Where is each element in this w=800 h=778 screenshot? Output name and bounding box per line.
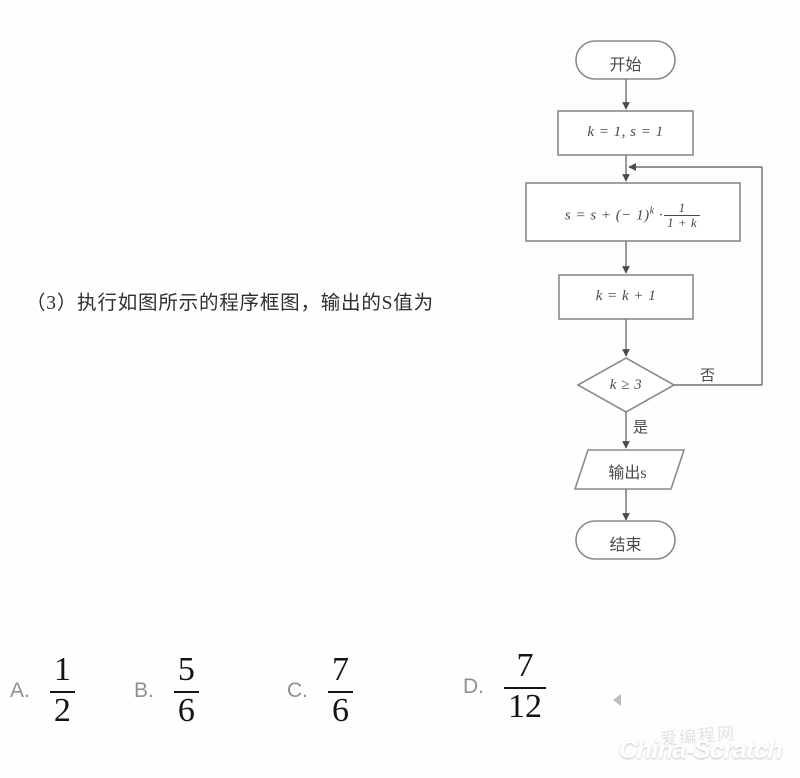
option-d[interactable]: D. 7 12: [463, 647, 546, 726]
option-c-denominator: 6: [328, 690, 353, 730]
option-b-letter: B.: [134, 678, 154, 702]
option-c-value: 7 6: [328, 651, 353, 730]
option-b-value: 5 6: [173, 651, 199, 730]
option-d-numerator: 7: [516, 647, 534, 684]
flow-label-init: k = 1, s = 1: [587, 124, 664, 140]
play-triangle-icon: [613, 694, 621, 706]
flow-label-increment: k = k + 1: [595, 288, 657, 304]
option-b[interactable]: B. 5 6: [134, 651, 199, 730]
option-d-denominator: 12: [504, 686, 546, 726]
flow-branch-label-yes: 是: [633, 420, 649, 436]
option-c-numerator: 7: [332, 651, 349, 688]
accumulate-fraction-denominator: 1 + k: [664, 214, 701, 230]
flow-label-output: 输出s: [608, 465, 647, 482]
watermark-brand: China-Scratch: [619, 736, 782, 764]
flow-label-decision: k ≥ 3: [609, 377, 643, 393]
flowchart-diagram: [525, 40, 763, 560]
option-a-value: 1 2: [49, 651, 75, 730]
option-c[interactable]: C. 7 6: [287, 651, 353, 730]
accumulate-dot: ·: [658, 207, 664, 224]
option-a-numerator: 1: [53, 651, 71, 688]
option-c-letter: C.: [287, 678, 308, 702]
accumulate-exponent: k: [649, 205, 655, 217]
flow-shape-output: [573, 449, 686, 490]
question-text: （3）执行如图所示的程序框图，输出的S值为: [26, 293, 434, 314]
flow-label-end: 结束: [609, 537, 642, 554]
option-a[interactable]: A. 1 2: [10, 651, 75, 730]
option-d-value: 7 12: [504, 647, 546, 726]
option-a-denominator: 2: [49, 690, 75, 730]
option-b-denominator: 6: [173, 690, 199, 730]
option-a-letter: A.: [10, 678, 30, 702]
flow-shape-end: [575, 520, 676, 560]
accumulate-fraction-numerator: 1: [678, 200, 686, 215]
flow-shape-accumulate: [525, 182, 741, 242]
option-b-numerator: 5: [177, 651, 195, 688]
option-d-letter: D.: [463, 674, 484, 698]
flow-shape-increment: [558, 274, 694, 320]
flow-label-start: 开始: [609, 57, 642, 74]
accumulate-lhs: s = s + (− 1): [564, 207, 650, 224]
flow-branch-label-no: 否: [700, 368, 716, 384]
